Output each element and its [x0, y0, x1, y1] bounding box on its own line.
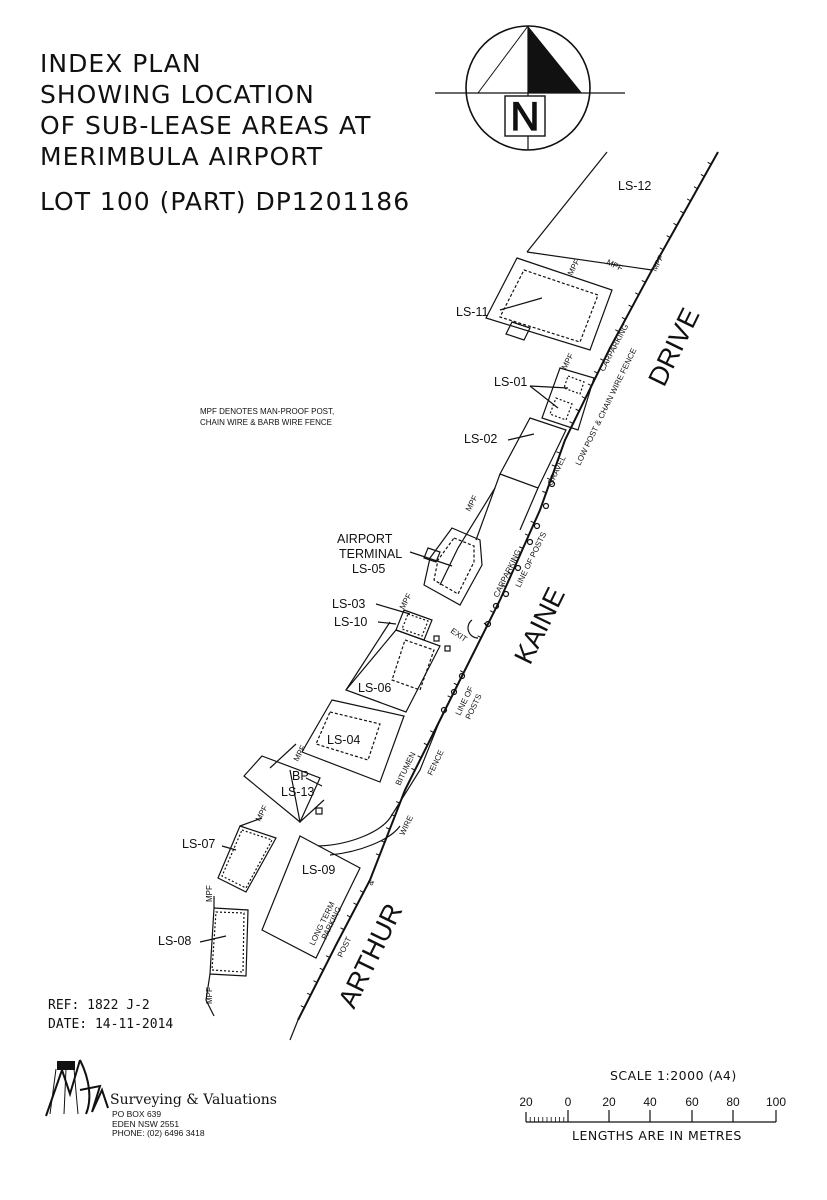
road-kaine: KAINE [508, 583, 570, 669]
title-line-3: OF SUB-LEASE AREAS AT [40, 111, 372, 140]
ls-09-area [261, 835, 361, 959]
exit-label: EXIT [449, 626, 469, 644]
label-ls-05: LS-05 [352, 562, 385, 576]
title-line-4: MERIMBULA AIRPORT [40, 142, 324, 171]
label-ls-07: LS-07 [182, 837, 215, 851]
ls-04-area [301, 699, 405, 783]
gravel-label: GRAVEL [546, 454, 568, 487]
north-label: N [511, 95, 540, 139]
lot-reference: LOT 100 (PART) DP1201186 [40, 187, 411, 216]
lease-labels: LS-12 LS-11 LS-01 LS-02 AIRPORT TERMINAL… [158, 179, 651, 948]
firm-address: PO BOX 639 EDEN NSW 2551 PHONE: (02) 649… [112, 1109, 205, 1139]
feature-labels: MPF MPF MPF CARPARKING MPF LOW POST & CH… [205, 254, 666, 1004]
firm-po-box: PO BOX 639 [112, 1109, 162, 1119]
title-line-2: SHOWING LOCATION [40, 80, 315, 109]
label-ls-04: LS-04 [327, 733, 360, 747]
scale-bar [525, 1110, 777, 1123]
mpf-label-3: MPF [650, 254, 666, 273]
fence-label: FENCE [426, 749, 446, 777]
label-ls-02: LS-02 [464, 432, 497, 446]
label-ls-10: LS-10 [334, 615, 367, 629]
legend-line-2: CHAIN WIRE & BARB WIRE FENCE [200, 418, 332, 427]
scale-tick-1: 0 [565, 1095, 572, 1109]
scale-title: SCALE 1:2000 (A4) [610, 1068, 737, 1083]
reference-block: REF: 1822 J-2 DATE: 14-11-2014 [48, 996, 173, 1034]
mpf-label-6: MPF [398, 592, 414, 611]
lease-boundaries [199, 151, 653, 1017]
ls-06-area [344, 629, 441, 713]
label-ls-09: LS-09 [302, 863, 335, 877]
road-boundary [289, 151, 719, 1041]
label-ls-03: LS-03 [332, 597, 365, 611]
ls-07-area [217, 825, 277, 893]
road-names: DRIVE KAINE ARTHUR [332, 303, 705, 1012]
firm-name: Surveying & Valuations [110, 1092, 277, 1108]
ampersand-label: & [366, 878, 377, 887]
legend-note: MPF DENOTES MAN-PROOF POST, CHAIN WIRE &… [200, 407, 334, 427]
label-ls-12: LS-12 [618, 179, 651, 193]
mpf-label-2: MPF [605, 258, 624, 273]
reference-number: REF: 1822 J-2 [48, 998, 150, 1013]
label-ls-13: LS-13 [281, 785, 314, 799]
legend-line-1: MPF DENOTES MAN-PROOF POST, [200, 407, 334, 416]
scale-units: LENGTHS ARE IN METRES [572, 1128, 742, 1143]
scale-ticks: 20 0 20 40 60 80 100 [519, 1095, 786, 1109]
north-arrow-icon: N [435, 25, 625, 151]
ls-08-area [209, 907, 249, 977]
mpf-label-8: MPF [254, 804, 270, 823]
firm-phone: PHONE: (02) 6496 3418 [112, 1128, 205, 1138]
label-ls-06: LS-06 [358, 681, 391, 695]
firm-town: EDEN NSW 2551 [112, 1118, 180, 1129]
label-terminal: TERMINAL [339, 547, 402, 561]
ls-11-area [485, 257, 613, 351]
ls-05-area [423, 527, 483, 606]
wire-label: WIRE [398, 814, 415, 837]
plan-date: DATE: 14-11-2014 [48, 1017, 174, 1032]
road-drive: DRIVE [642, 303, 705, 390]
mpf-label-4: MPF [560, 352, 576, 371]
label-airport: AIRPORT [337, 532, 393, 546]
scale-tick-4: 60 [685, 1095, 699, 1109]
firm-logo-icon [45, 1059, 109, 1117]
scale-tick-0: 20 [519, 1095, 533, 1109]
scale-tick-5: 80 [726, 1095, 740, 1109]
label-ls-01: LS-01 [494, 375, 527, 389]
ls-01-area [541, 367, 595, 431]
bitumen-label: BITUMEN [394, 750, 418, 787]
road-fence-ticks [300, 161, 712, 1008]
label-ls-11: LS-11 [456, 305, 488, 319]
mpf-label-10: MPF [205, 987, 214, 1004]
scale-tick-3: 40 [643, 1095, 657, 1109]
mpf-label-9: MPF [205, 885, 214, 902]
label-bp: BP [292, 769, 309, 783]
mpf-label-1: MPF [566, 258, 582, 277]
scale-tick-2: 20 [602, 1095, 616, 1109]
label-ls-08: LS-08 [158, 934, 191, 948]
scale-tick-6: 100 [766, 1095, 786, 1109]
plan-title: INDEX PLAN SHOWING LOCATION OF SUB-LEASE… [40, 48, 410, 217]
title-line-1: INDEX PLAN [40, 49, 202, 78]
mpf-label-5: MPF [464, 494, 480, 513]
